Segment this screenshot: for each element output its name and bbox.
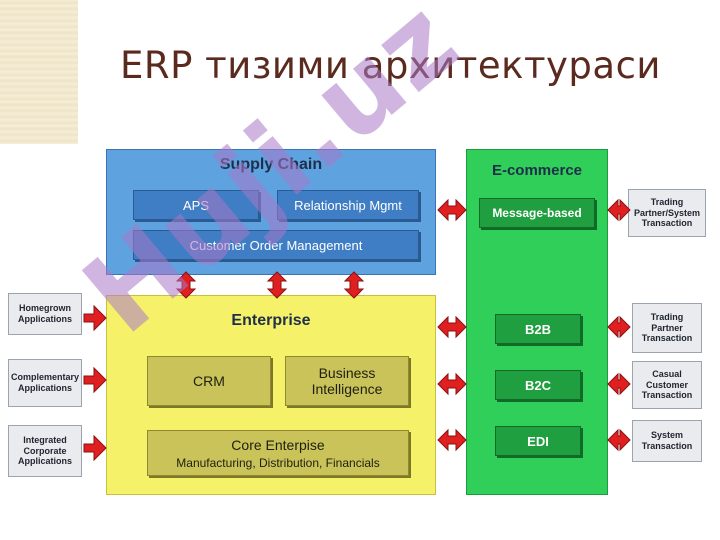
left-app-arrow-3 xyxy=(83,434,107,462)
ecommerce-tx-arrow-3 xyxy=(607,372,631,396)
left-app-3-line3: Applications xyxy=(17,456,72,467)
left-app-arrow-2 xyxy=(83,366,107,394)
core-enterprise-box: Core Enterpise Manufacturing, Distributi… xyxy=(147,430,409,476)
edi-box: EDI xyxy=(495,426,581,456)
right-tx-1-line1: Trading xyxy=(650,196,684,207)
aps-box: APS xyxy=(133,190,259,220)
message-based-box: Message-based xyxy=(479,198,595,228)
supply-chain-title: Supply Chain xyxy=(219,156,323,173)
bi-line2: Intelligence xyxy=(311,381,383,397)
relationship-mgmt-box: Relationship Mgmt xyxy=(277,190,419,220)
right-tx-2-line2: Partner xyxy=(651,322,683,333)
right-tx-2-line3: Transaction xyxy=(641,333,693,344)
ecommerce-tx-arrow-4 xyxy=(607,428,631,452)
title-background xyxy=(78,0,720,140)
right-tx-2-line1: Trading xyxy=(650,311,684,322)
supply-enterprise-arrow-1 xyxy=(175,271,197,299)
right-tx-3-line2: Customer xyxy=(645,379,688,390)
left-app-2-line2: Applications xyxy=(17,383,72,393)
business-intelligence-box: Business Intelligence xyxy=(285,356,409,406)
left-app-1-line1: Homegrown xyxy=(18,303,71,314)
b2b-box: B2B xyxy=(495,314,581,344)
supply-ecommerce-arrow xyxy=(437,198,467,222)
left-app-arrow-1 xyxy=(83,304,107,332)
right-tx-4-line1: System xyxy=(650,430,683,441)
supply-enterprise-arrow-3 xyxy=(343,271,365,299)
core-line1: Core Enterpise xyxy=(231,436,325,453)
supply-chain-block: Supply Chain APS Relationship Mgmt Custo… xyxy=(106,149,436,275)
left-app-3-line2: Corporate xyxy=(23,445,67,456)
crm-box: CRM xyxy=(147,356,271,406)
b2c-box: B2C xyxy=(495,370,581,400)
ecommerce-block: E-commerce Message-based B2B B2C EDI xyxy=(466,149,608,495)
right-tx-4-line2: Transaction xyxy=(641,441,693,451)
enterprise-ecommerce-arrow-2 xyxy=(437,372,467,396)
right-tx-1-line3: Transaction xyxy=(641,218,693,229)
enterprise-ecommerce-arrow-1 xyxy=(437,315,467,339)
right-tx-3-line1: Casual xyxy=(652,368,682,379)
core-line2: Manufacturing, Distribution, Financials xyxy=(176,455,380,470)
left-app-3-line1: Integrated xyxy=(23,434,67,445)
enterprise-title: Enterprise xyxy=(231,312,311,329)
ecommerce-tx-arrow-2 xyxy=(607,315,631,339)
enterprise-ecommerce-arrow-3 xyxy=(437,428,467,452)
left-app-1-line2: Applications xyxy=(17,314,72,324)
left-app-2-line1: Complementary xyxy=(10,372,80,383)
ecommerce-tx-arrow-1 xyxy=(607,198,631,222)
right-tx-1-line2: Partner/System xyxy=(633,207,701,218)
bi-line1: Business xyxy=(318,365,376,381)
right-tx-3-line3: Transaction xyxy=(641,390,693,401)
slide-title: ERP тизими архитектураси xyxy=(120,44,661,87)
enterprise-block: Enterprise CRM Business Intelligence Cor… xyxy=(106,295,436,495)
supply-enterprise-arrow-2 xyxy=(266,271,288,299)
ecommerce-title: E-commerce xyxy=(491,162,583,179)
customer-order-management-box: Customer Order Management xyxy=(133,230,419,260)
